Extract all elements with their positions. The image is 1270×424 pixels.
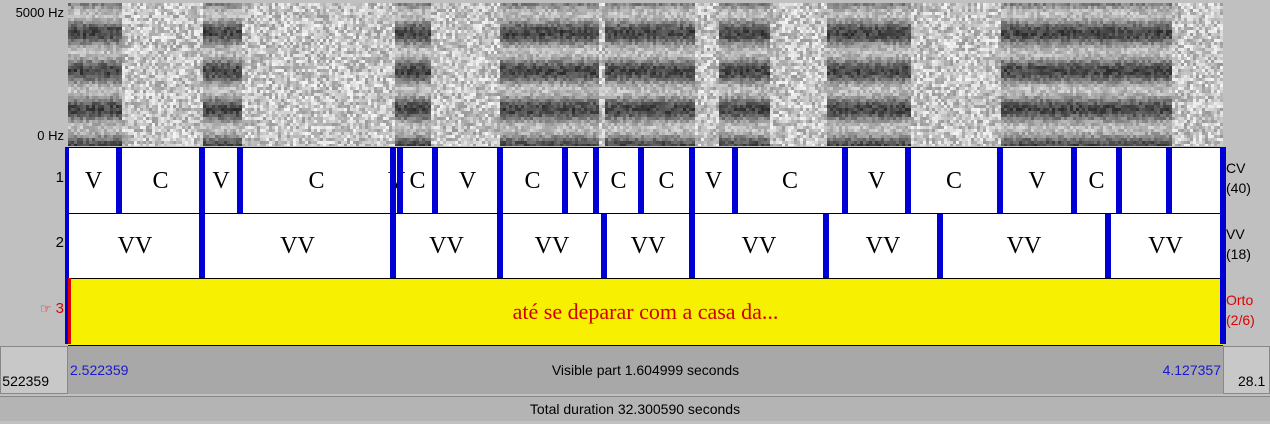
cv-boundary[interactable] <box>997 148 1003 214</box>
vv-boundary[interactable] <box>689 214 695 279</box>
cv-interval[interactable]: V <box>571 167 590 194</box>
vv-interval[interactable]: VV <box>280 233 315 259</box>
left-time: 522359 <box>2 373 49 389</box>
cv-boundary[interactable] <box>905 148 911 214</box>
vv-boundary[interactable] <box>823 214 829 279</box>
vv-boundary[interactable] <box>1105 214 1111 279</box>
vv-interval[interactable]: VV <box>865 233 901 259</box>
cv-boundary[interactable] <box>1071 148 1077 214</box>
cv-interval[interactable]: V <box>84 167 103 194</box>
vv-interval[interactable]: VV <box>429 233 464 259</box>
cv-interval[interactable]: C <box>524 167 541 194</box>
vv-interval[interactable]: VV <box>741 233 777 259</box>
vv-boundary[interactable] <box>390 214 396 279</box>
vv-boundary[interactable] <box>601 214 607 279</box>
cv-boundary[interactable] <box>432 148 438 214</box>
vv-interval[interactable]: VV <box>1006 233 1042 259</box>
cv-interval[interactable]: V <box>458 167 477 194</box>
total-duration-bar[interactable]: Total duration 32.300590 seconds <box>0 396 1270 421</box>
cv-interval[interactable]: C <box>152 167 169 194</box>
tier-vv[interactable]: VV VV VV VV VV VV VV VV VV <box>68 213 1223 280</box>
tier-1-number: 1 <box>55 169 64 186</box>
left-edge-marker <box>65 147 69 344</box>
vv-boundary[interactable] <box>497 214 503 279</box>
cv-interval[interactable]: C <box>1088 167 1105 194</box>
cv-interval[interactable]: V <box>1028 167 1046 194</box>
tier-3-number: 3 <box>55 300 64 317</box>
cv-interval[interactable]: C <box>308 167 325 194</box>
cv-boundary[interactable] <box>237 148 243 214</box>
cv-boundary[interactable] <box>562 148 568 214</box>
visible-duration-label: Visible part 1.604999 seconds <box>551 362 740 378</box>
cv-boundary[interactable] <box>842 148 848 214</box>
cv-boundary[interactable] <box>593 148 599 214</box>
cv-boundary[interactable] <box>732 148 738 214</box>
right-edge-marker <box>1220 147 1226 344</box>
cv-interval[interactable]: V <box>867 167 886 194</box>
tier-1-name-box: CV (40) <box>1226 158 1251 198</box>
cv-boundary[interactable] <box>1116 148 1122 214</box>
tier-2-number: 2 <box>55 234 64 251</box>
tier-3-name: Orto <box>1226 292 1254 308</box>
vv-boundary[interactable] <box>937 214 943 279</box>
tier-cv[interactable]: VCVCVCVCVCCVCVCVC <box>68 147 1223 215</box>
vv-interval[interactable]: VV <box>630 233 666 259</box>
visible-end-time: 4.127357 <box>1162 362 1221 378</box>
total-duration-label: Total duration 32.300590 seconds <box>529 401 741 417</box>
pointer-hand-icon: ☞ <box>39 301 52 316</box>
tier-3-number-box: ☞ 3 <box>0 300 64 317</box>
cv-interval[interactable]: C <box>945 167 962 194</box>
cv-boundary[interactable] <box>397 148 403 214</box>
cv-interval[interactable]: C <box>610 167 627 194</box>
cv-boundary[interactable] <box>689 148 695 214</box>
cursor-line <box>68 278 71 344</box>
vv-boundary[interactable] <box>199 214 205 279</box>
cv-boundary[interactable] <box>1166 148 1172 214</box>
freq-bottom-label: 0 Hz <box>37 128 64 143</box>
tier-orto[interactable]: até se deparar com a casa da... <box>68 278 1223 346</box>
visible-part-bar[interactable]: 2.522359 Visible part 1.604999 seconds 4… <box>68 346 1223 394</box>
tier-2-name: VV <box>1226 226 1245 242</box>
tier-3-name-box: Orto (2/6) <box>1226 290 1255 330</box>
vv-interval[interactable]: VV <box>534 233 570 259</box>
tier-2-name-box: VV (18) <box>1226 224 1251 264</box>
tier-1-count: (40) <box>1226 180 1251 196</box>
tier-1-name: CV <box>1226 160 1246 176</box>
freq-top-label: 5000 Hz <box>15 5 64 20</box>
right-time: 28.1 <box>1238 373 1266 389</box>
right-time-box[interactable]: 28.1 <box>1223 346 1270 394</box>
cv-boundary[interactable] <box>638 148 644 214</box>
cv-interval[interactable]: V <box>212 167 230 194</box>
tier-3-count: (2/6) <box>1226 312 1255 328</box>
vv-interval[interactable]: VV <box>1148 233 1183 259</box>
left-time-box[interactable]: 522359 <box>0 346 68 394</box>
tier-2-count: (18) <box>1226 246 1251 262</box>
cv-interval[interactable]: C <box>781 167 798 194</box>
visible-start-time: 2.522359 <box>70 362 129 378</box>
cv-boundary[interactable] <box>199 148 205 214</box>
vv-interval[interactable]: VV <box>117 233 153 259</box>
cv-interval[interactable]: V <box>704 167 723 194</box>
orto-interval-text[interactable]: até se deparar com a casa da... <box>512 299 779 324</box>
cv-boundary[interactable] <box>390 148 396 214</box>
cv-boundary[interactable] <box>116 148 122 214</box>
cv-interval[interactable]: C <box>409 167 426 194</box>
cv-interval[interactable]: C <box>658 167 675 194</box>
cv-boundary[interactable] <box>497 148 503 214</box>
spectrogram[interactable] <box>68 3 1223 146</box>
